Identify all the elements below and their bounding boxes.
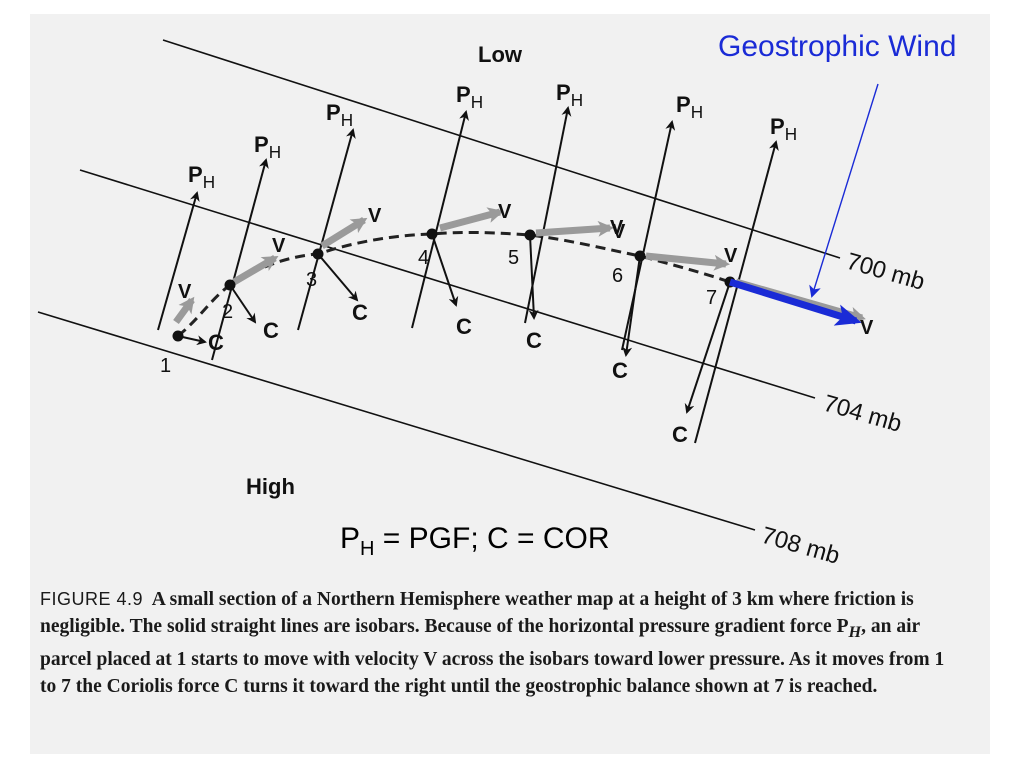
velocity-arrow-3 bbox=[320, 217, 368, 249]
velocity-arrow-6 bbox=[645, 252, 730, 271]
geostrophic-wind-arrow bbox=[728, 278, 862, 326]
pgf-arrow-6 bbox=[621, 120, 676, 351]
isobar-line-2 bbox=[79, 169, 816, 399]
velocity-arrow-2 bbox=[232, 254, 279, 286]
geostrophic-velocity-label: V bbox=[860, 317, 874, 339]
pgf-arrow-7 bbox=[694, 140, 779, 444]
pgf-label-1: PH bbox=[188, 162, 215, 192]
legend-ph-subscript: H bbox=[360, 538, 375, 560]
legend-equation: PH = PGF; C = COR bbox=[340, 522, 610, 561]
scanned-figure-background bbox=[30, 14, 990, 754]
point-number-1: 1 bbox=[160, 355, 171, 377]
isobar-line-1 bbox=[162, 39, 841, 259]
caption-text-end: , an air parcel placed at 1 starts to mo… bbox=[40, 616, 945, 697]
pgf-label-3: PH bbox=[326, 100, 353, 130]
point-number-2: 2 bbox=[222, 301, 233, 323]
velocity-arrow-5 bbox=[535, 220, 614, 237]
parcel-point-5 bbox=[524, 229, 536, 241]
coriolis-arrow-5 bbox=[528, 234, 539, 320]
velocity-label-5: V bbox=[610, 217, 624, 239]
pgf-label-5: PH bbox=[556, 80, 583, 110]
point-number-5: 5 bbox=[508, 247, 519, 269]
coriolis-label-7: C bbox=[672, 422, 688, 447]
pgf-arrow-1 bbox=[157, 191, 200, 331]
pgf-arrow-3 bbox=[297, 128, 356, 331]
velocity-label-4: V bbox=[498, 201, 512, 223]
caption-subscript: H bbox=[848, 622, 862, 641]
point-number-7: 7 bbox=[706, 287, 717, 309]
coriolis-label-3: C bbox=[352, 300, 368, 325]
point-number-6: 6 bbox=[612, 265, 623, 287]
velocity-label-3: V bbox=[368, 205, 382, 227]
coriolis-arrow-4 bbox=[431, 233, 459, 307]
velocity-arrow-4 bbox=[439, 207, 504, 232]
isobar-label-2: 704 mb bbox=[820, 390, 904, 438]
parcel-trajectory bbox=[177, 230, 731, 338]
isobar-label-3: 708 mb bbox=[758, 522, 842, 570]
pgf-arrow-5 bbox=[524, 106, 572, 324]
parcel-point-1 bbox=[172, 330, 184, 342]
velocity-label-2: V bbox=[272, 235, 286, 257]
legend-rest: = PGF; C = COR bbox=[374, 522, 610, 555]
pgf-label-4: PH bbox=[456, 82, 483, 112]
pgf-label-2: PH bbox=[254, 132, 281, 162]
velocity-arrow-1 bbox=[173, 296, 195, 325]
high-pressure-label: High bbox=[246, 474, 295, 499]
pgf-label-6: PH bbox=[676, 92, 703, 122]
coriolis-label-5: C bbox=[526, 328, 542, 353]
coriolis-label-2: C bbox=[263, 318, 279, 343]
parcel-point-4 bbox=[426, 228, 438, 240]
coriolis-label-6: C bbox=[612, 358, 628, 383]
coriolis-arrow-6 bbox=[622, 255, 641, 357]
pgf-arrow-2 bbox=[211, 158, 269, 361]
parcel-point-6 bbox=[634, 250, 646, 262]
velocity-label-1: V bbox=[178, 281, 192, 303]
isobar-line-3 bbox=[37, 311, 756, 531]
coriolis-label-4: C bbox=[456, 314, 472, 339]
geostrophic-wind-label: Geostrophic Wind bbox=[718, 30, 957, 63]
pgf-arrow-4 bbox=[411, 110, 469, 329]
annotation-pointer-line bbox=[809, 83, 879, 298]
caption-text: A small section of a Northern Hemisphere… bbox=[40, 589, 914, 637]
velocity-label-6: V bbox=[612, 221, 626, 243]
coriolis-arrow-2 bbox=[229, 284, 257, 324]
parcel-point-2 bbox=[224, 279, 236, 291]
figure-caption: FIGURE 4.9 A small section of a Northern… bbox=[40, 586, 960, 700]
velocity-label-7: V bbox=[724, 245, 738, 267]
coriolis-arrow-7 bbox=[684, 281, 731, 414]
figure-number: FIGURE 4.9 bbox=[40, 589, 144, 609]
low-pressure-label: Low bbox=[478, 42, 523, 67]
pgf-label-7: PH bbox=[770, 114, 797, 144]
point-number-4: 4 bbox=[418, 247, 429, 269]
isobar-label-1: 700 mb bbox=[843, 248, 927, 296]
legend-ph: P bbox=[340, 522, 361, 555]
coriolis-arrow-3 bbox=[317, 253, 359, 302]
parcel-point-3 bbox=[312, 248, 324, 260]
point-number-3: 3 bbox=[306, 269, 317, 291]
